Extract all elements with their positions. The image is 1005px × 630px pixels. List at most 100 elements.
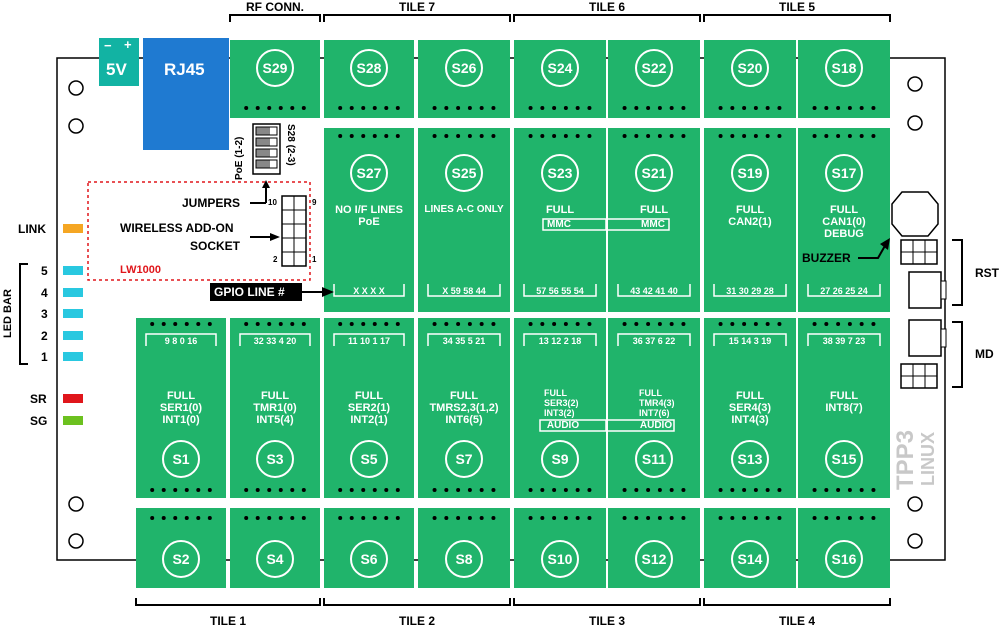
tile-label-5: TILE 5 — [778, 0, 815, 14]
power-plus: + — [124, 37, 132, 52]
socket-s22: S22 — [635, 49, 673, 87]
socket-s17: S17 — [825, 154, 863, 192]
sr-label: SR — [30, 392, 47, 406]
socket-s10: S10 — [541, 540, 579, 578]
tile-label-7: TILE 7 — [398, 0, 435, 14]
s23-box: MMC — [547, 219, 571, 230]
s7-text-3: INT6(5) — [445, 414, 483, 426]
tile-label-2: TILE 2 — [398, 614, 435, 628]
wireless-label-2: SOCKET — [190, 239, 241, 253]
tile-label-1: TILE 1 — [209, 614, 246, 628]
s27-text-1: NO I/F LINES — [335, 204, 403, 216]
rst-label: RST — [975, 266, 999, 280]
s25-text-1: LINES A-C ONLY — [424, 204, 504, 215]
s11-text-3: INT7(6) — [639, 408, 670, 418]
buzzer-label: BUZZER — [802, 251, 851, 265]
rj45-label: RJ45 — [164, 60, 205, 79]
s7-pins: 34 35 5 21 — [442, 336, 486, 346]
socket-s26: S26 — [445, 49, 483, 87]
socket-s4: S4 — [256, 540, 294, 578]
socket-s13: S13 — [731, 440, 769, 478]
socket-s25: S25 — [445, 154, 483, 192]
socket-s20: S20 — [731, 49, 769, 87]
buzzer — [891, 191, 939, 237]
s17-text-2: CAN1(0) — [822, 216, 866, 228]
s15-text-1: FULL — [829, 390, 859, 402]
s9-pins: 13 12 2 18 — [538, 336, 582, 346]
s1-text-2: SER1(0) — [159, 402, 203, 414]
power-label: 5V — [106, 60, 127, 79]
lw1000-outline — [87, 181, 311, 281]
gpio-label-bg — [210, 283, 302, 301]
pin-label-brackets — [145, 218, 881, 432]
socket-s6: S6 — [350, 540, 388, 578]
s5-pins: 11 10 1 17 — [347, 336, 391, 346]
s3-pins: 32 33 4 20 — [253, 336, 297, 346]
s13-pins: 15 14 3 19 — [728, 336, 772, 346]
pin-num-2: 2 — [273, 255, 278, 264]
socket-s28: S28 — [350, 49, 388, 87]
socket-s5: S5 — [350, 440, 388, 478]
s9-text-3: INT3(2) — [544, 408, 575, 418]
pin-num-9: 9 — [312, 198, 317, 207]
sg-label: SG — [30, 414, 48, 428]
socket-s12: S12 — [635, 540, 673, 578]
s11-box: AUDIO — [639, 420, 673, 431]
s15-text-2: INT8(7) — [825, 402, 863, 414]
socket-s9: S9 — [541, 440, 579, 478]
socket-s21: S21 — [635, 154, 673, 192]
socket-s19: S19 — [731, 154, 769, 192]
brand-tpp3: TPP3 — [892, 429, 919, 490]
s9-text-2: SER3(2) — [544, 398, 579, 408]
link-label: LINK — [18, 222, 46, 236]
s27-text-2: PoE — [358, 216, 380, 228]
power-connector — [99, 38, 139, 86]
s9-text-1: FULL — [544, 388, 567, 398]
mounting-holes — [68, 76, 923, 549]
ledbar-label: LED BAR — [2, 289, 14, 338]
s27-pins: X X X X — [353, 286, 385, 296]
led-label-4: 4 — [41, 286, 48, 300]
pin-dots — [150, 106, 876, 520]
socket-s1: S1 — [162, 440, 200, 478]
rj45-connector — [143, 38, 229, 150]
s11-pins: 36 37 6 22 — [632, 336, 676, 346]
s7-text-1: FULL — [449, 390, 479, 402]
socket-s23: S23 — [541, 154, 579, 192]
s19-text-2: CAN2(1) — [728, 216, 772, 228]
s21-text-1: FULL — [639, 204, 669, 216]
s5-text-1: FULL — [354, 390, 384, 402]
socket-s24: S24 — [541, 49, 579, 87]
jumper-right-label: S28 (2-3) — [285, 124, 296, 166]
tile-label-4: TILE 4 — [778, 614, 815, 628]
s11-text-1: FULL — [639, 388, 662, 398]
s17-text-1: FULL — [829, 204, 859, 216]
tile-label-3: TILE 3 — [588, 614, 625, 628]
socket-s3: S3 — [256, 440, 294, 478]
s3-text-3: INT5(4) — [256, 414, 294, 426]
socket-s8: S8 — [445, 540, 483, 578]
led-label-1: 1 — [41, 350, 48, 364]
tile-label-rf: RF CONN. — [246, 0, 304, 14]
pin-num-10: 10 — [268, 198, 277, 207]
socket-s27: S27 — [350, 154, 388, 192]
pin-num-1: 1 — [312, 255, 317, 264]
socket-s15: S15 — [825, 440, 863, 478]
s17-text-3: DEBUG — [824, 228, 864, 240]
gpio-label: GPIO LINE # — [214, 285, 285, 299]
md-label: MD — [975, 347, 994, 361]
jumper-left-label: PoE (1-2) — [234, 136, 245, 180]
led-label-2: 2 — [41, 329, 48, 343]
led-sr — [63, 394, 83, 403]
md-button — [908, 319, 942, 357]
s17-pins: 27 26 25 24 — [820, 286, 868, 296]
led-link — [63, 224, 83, 233]
s23-text-1: FULL — [545, 204, 575, 216]
led-label-3: 3 — [41, 307, 48, 321]
s11-text-2: TMR4(3) — [639, 398, 675, 408]
s1-pins: 9 8 0 16 — [164, 336, 198, 346]
ledbar-bracket — [19, 263, 28, 365]
led-sg — [63, 416, 83, 425]
s21-box: MMC — [641, 219, 665, 230]
s7-text-2: TMRS2,3(1,2) — [429, 402, 499, 414]
